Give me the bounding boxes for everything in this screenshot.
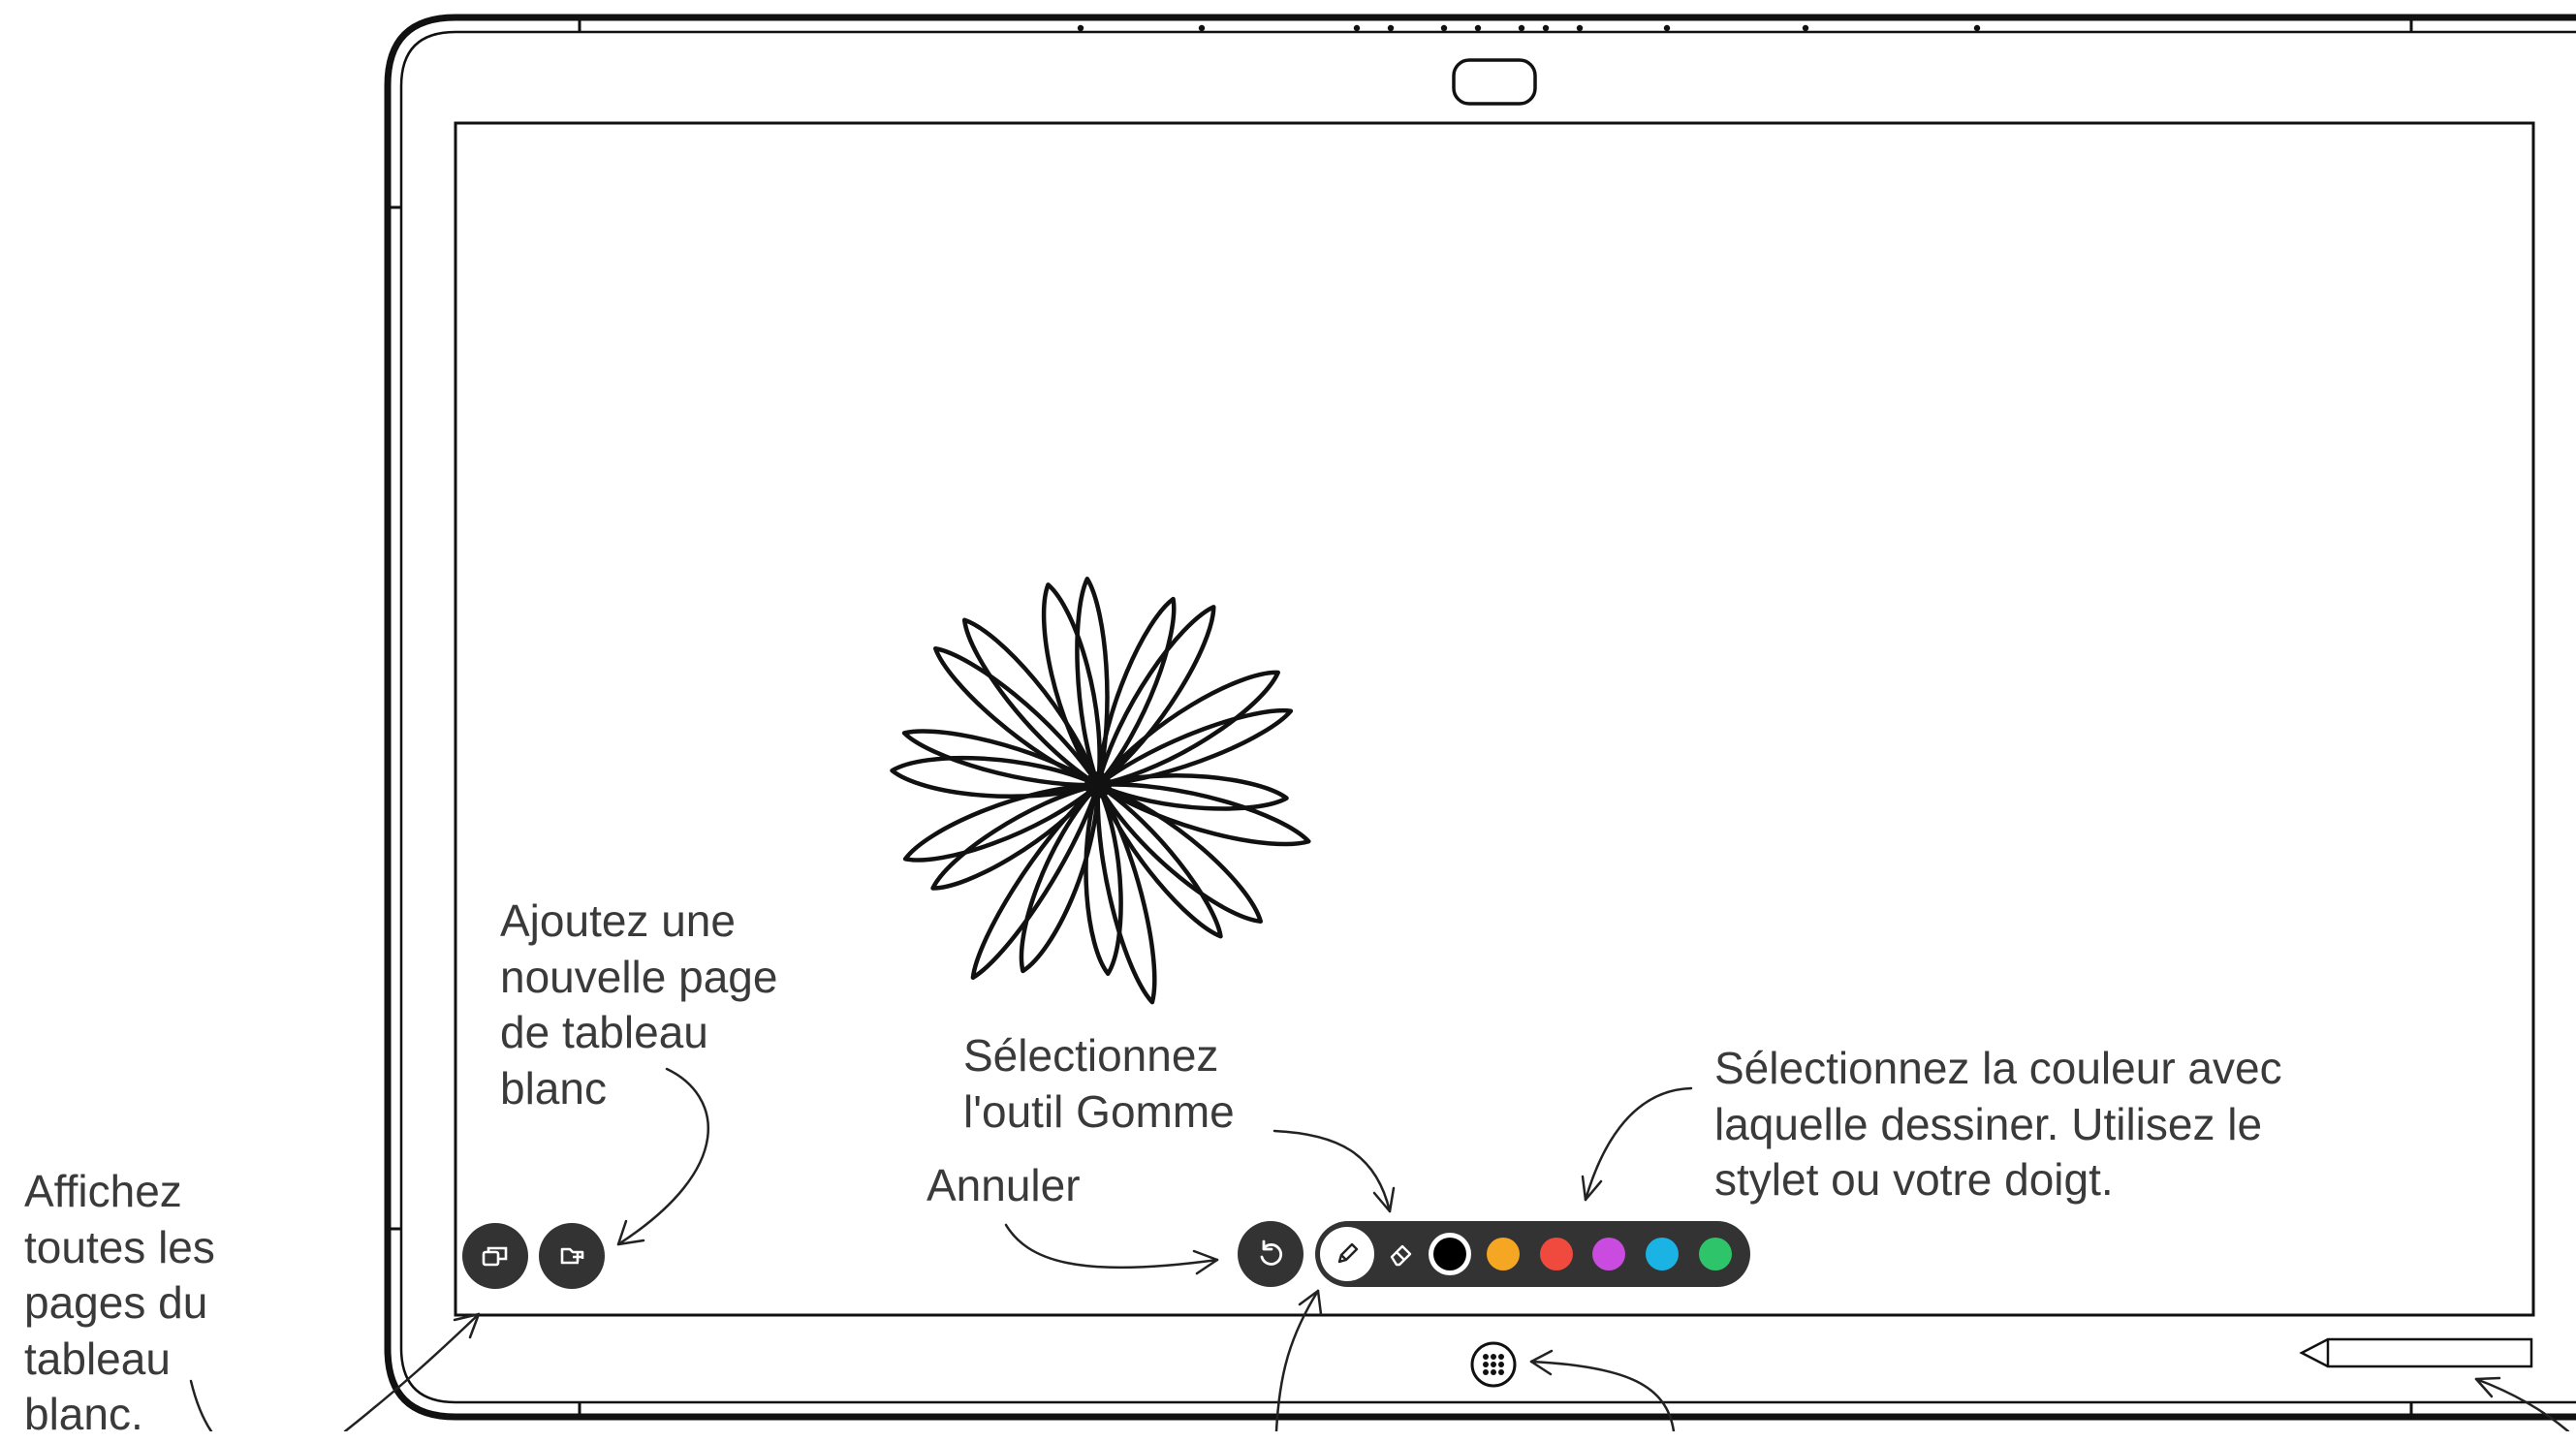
eraser-icon — [1386, 1239, 1415, 1269]
callout-undo: Annuler — [927, 1158, 1081, 1214]
callout-add-page: Ajoutez une nouvelle page de tableau bla… — [500, 894, 777, 1116]
undo-icon — [1255, 1239, 1286, 1270]
color-swatch-magenta[interactable] — [1592, 1238, 1625, 1270]
drawing-toolbar — [1315, 1221, 1750, 1287]
color-swatch-green[interactable] — [1699, 1238, 1732, 1270]
callout-eraser: Sélectionnez l'outil Gomme — [963, 1028, 1235, 1140]
camera-icon — [1454, 60, 1535, 104]
color-swatch-yellow[interactable] — [1487, 1238, 1520, 1270]
pen-icon — [1333, 1239, 1362, 1269]
add-page-icon — [557, 1241, 586, 1270]
color-swatch-cyan[interactable] — [1646, 1238, 1679, 1270]
view-all-pages-button[interactable] — [462, 1223, 528, 1289]
color-swatch-black[interactable] — [1433, 1238, 1466, 1270]
top-sensor-dots — [1078, 25, 1980, 31]
flower-center — [1084, 771, 1112, 799]
home-grid-icon[interactable] — [1472, 1343, 1515, 1386]
undo-button[interactable] — [1238, 1221, 1304, 1287]
pages-icon — [481, 1241, 510, 1270]
callout-view-pages: Affichez toutes les pages du tableau bla… — [24, 1164, 215, 1443]
stylus-icon — [2302, 1339, 2531, 1366]
color-swatch-red[interactable] — [1540, 1238, 1573, 1270]
eraser-tool-button[interactable] — [1373, 1227, 1428, 1281]
pen-tool-button[interactable] — [1320, 1227, 1374, 1281]
callout-color: Sélectionnez la couleur avec laquelle de… — [1714, 1041, 2282, 1208]
add-page-button[interactable] — [539, 1223, 605, 1289]
